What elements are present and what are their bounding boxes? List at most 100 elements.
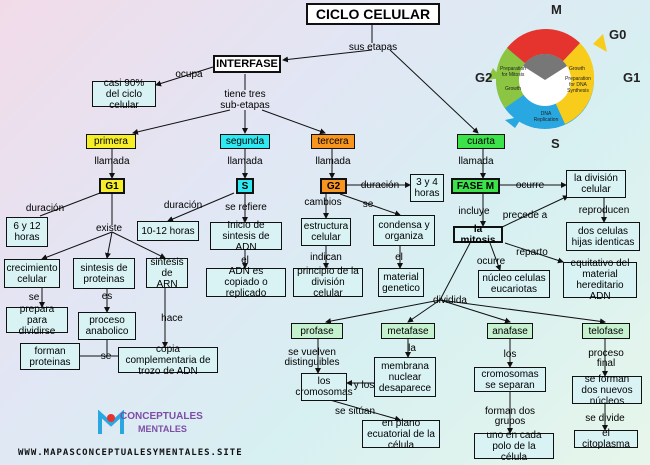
link-label-final: final	[596, 358, 616, 369]
link-label-la: la	[408, 343, 416, 354]
inicio-sintesis-adn-box: Inicio de sintesis de ADN	[210, 220, 282, 253]
link-label-ocurre: ocurre	[515, 180, 545, 191]
interfase-box: INTERFASE	[213, 55, 281, 73]
link-label-incluye: incluye	[458, 206, 490, 217]
link-label-llamada-1: llamada	[94, 156, 130, 167]
tres-4-horas-box: 3 y 4 horas	[410, 174, 444, 202]
wheel-prep-dna: Preparation for DNA Synthesis	[565, 76, 591, 94]
profase-box: profase	[291, 323, 343, 339]
link-label-precede-a: precede a	[502, 210, 548, 221]
link-label-distinguibles: distinguibles	[284, 357, 340, 368]
primera-box: primera	[86, 134, 136, 149]
anafase-box: anafase	[487, 323, 533, 339]
diez-12-horas-box: 10-12 horas	[137, 221, 199, 241]
wheel-prep-mitosis: Preparation for Mitosis	[500, 66, 526, 78]
wheel-phase-g1: G1	[623, 70, 641, 85]
fase-m-box: FASE M	[451, 178, 500, 194]
link-label-sub-etapas: sub-etapas	[220, 100, 270, 111]
segunda-box: segunda	[220, 134, 270, 149]
link-label-indican: indican	[310, 252, 342, 263]
link-label-duracion-s: duración	[163, 200, 203, 211]
uno-cada-polo-box: uno en cada polo de la célula	[474, 430, 554, 463]
link-label-sus-etapas: sus etapas	[348, 42, 398, 53]
g1-box: G1	[99, 178, 125, 194]
mitosis-box: la mitosis	[453, 224, 503, 246]
wheel-phase-s: S	[551, 136, 560, 151]
link-label-existe: existe	[95, 223, 123, 234]
link-label-cambios: cambios	[304, 197, 342, 208]
tercera-box: tercera	[311, 134, 355, 149]
link-label-se-refiere: se refiere	[225, 202, 267, 213]
wheel-dna-replication: DNA Replication	[533, 111, 559, 123]
link-label-ocurre-2: ocurre	[476, 256, 506, 267]
sintesis-proteinas-box: sintesis de proteinas	[73, 258, 135, 289]
prepara-dividirse-box: prepara para dividirse	[6, 304, 68, 337]
link-label-se-divide: se divide	[585, 413, 625, 424]
crecimiento-celular-box: crecimiento celular	[4, 259, 60, 288]
los-cromosomas-box: los cromosomas	[295, 373, 353, 401]
g2-box: G2	[320, 178, 347, 194]
estructura-celular-box: estructura celular	[301, 218, 351, 246]
nuevos-nucleos-box: se forman dos nuevos núcleos	[572, 374, 642, 407]
link-label-se-2: se	[100, 351, 112, 362]
adn-copiado-box: ADN es copiado o replicado	[206, 266, 286, 299]
equitativo-adn-box: equitativo del material hereditario ADN	[563, 258, 637, 302]
cuarta-box: cuarta	[457, 134, 505, 149]
link-label-el: el	[241, 255, 249, 266]
forman-proteinas-box: forman proteinas	[20, 343, 80, 370]
wheel-phase-g2: G2	[475, 70, 493, 85]
link-label-se-3: se	[362, 199, 374, 210]
brand-logo: CONCEPTUALES MENTALES	[98, 410, 203, 438]
page-title: CICLO CELULAR	[306, 3, 440, 25]
link-label-llamada-3: llamada	[315, 156, 351, 167]
nucleo-eucariotas-box: núcleo celulas eucariotas	[478, 270, 550, 298]
link-label-los: los	[503, 349, 517, 360]
link-label-dividida: dividida	[433, 295, 467, 306]
wheel-phase-g0: G0	[609, 27, 627, 42]
wheel-growth-left: Growth	[504, 86, 522, 92]
citoplasma-box: el citoplasma	[574, 428, 638, 450]
condensa-organiza-box: condensa y organiza	[373, 215, 435, 246]
link-label-reproducen: reproducen	[578, 205, 630, 216]
casi-90-box: casi 90% del ciclo celular	[92, 78, 156, 111]
link-label-llamada-4: llamada	[458, 156, 494, 167]
wheel-phase-m: M	[551, 2, 562, 17]
logo-text-mentales: MENTALES	[138, 424, 187, 434]
s-box: S	[236, 178, 254, 194]
link-label-reparto: reparto	[516, 247, 548, 258]
proceso-anabolico-box: proceso anabolico	[78, 312, 136, 340]
link-label-y-los: y los	[353, 380, 375, 391]
link-label-se-vuelven: se vuelven	[288, 347, 336, 358]
logo-text-conceptuales: CONCEPTUALES	[120, 411, 203, 422]
wheel-growth-right: Growth	[568, 66, 586, 72]
link-label-duracion-g1: duración	[25, 203, 65, 214]
seis-12-horas-box: 6 y 12 horas	[6, 217, 48, 247]
link-label-tiene-tres: tiene tres	[224, 89, 266, 100]
telofase-box: telofase	[582, 323, 630, 339]
link-label-se-1: se	[28, 292, 40, 303]
link-label-ocupa: ocupa	[175, 69, 203, 80]
material-genetico-box: material genetico	[378, 268, 424, 297]
brain-logo-icon	[98, 410, 124, 434]
cromosomas-separan-box: cromosomas se separan	[474, 367, 546, 392]
cell-cycle-wheel: M G0 G1 G2 S Preparation for Mitosis Gro…	[475, 2, 645, 151]
link-label-hace: hace	[161, 313, 183, 324]
link-label-forman-dos: forman dos	[484, 406, 536, 417]
dos-celulas-hijas-box: dos celulas hijas identicas	[566, 222, 640, 251]
link-label-duracion-fm: duración	[360, 180, 400, 191]
link-label-proceso: proceso	[588, 348, 624, 359]
link-label-llamada-2: llamada	[227, 156, 263, 167]
membrana-nuclear-box: membrana nuclear desaparece	[374, 357, 436, 397]
plano-ecuatorial-box: en plano ecuatorial de la célula	[362, 418, 440, 451]
division-celular-box: la división celular	[566, 170, 626, 198]
copia-complementaria-box: copia complementaria de trozo de ADN	[118, 344, 218, 377]
link-label-se-situan: se sitúan	[334, 406, 376, 417]
link-label-grupos: grupos	[494, 416, 526, 427]
metafase-box: metafase	[381, 323, 435, 339]
link-label-es: es	[101, 291, 113, 302]
link-label-el-2: el	[395, 252, 403, 263]
cell-cycle-wheel-graphic	[487, 29, 607, 129]
principio-division-box: principio de la división celular	[293, 266, 363, 299]
sintesis-arn-box: sintesis de ARN	[146, 257, 188, 290]
